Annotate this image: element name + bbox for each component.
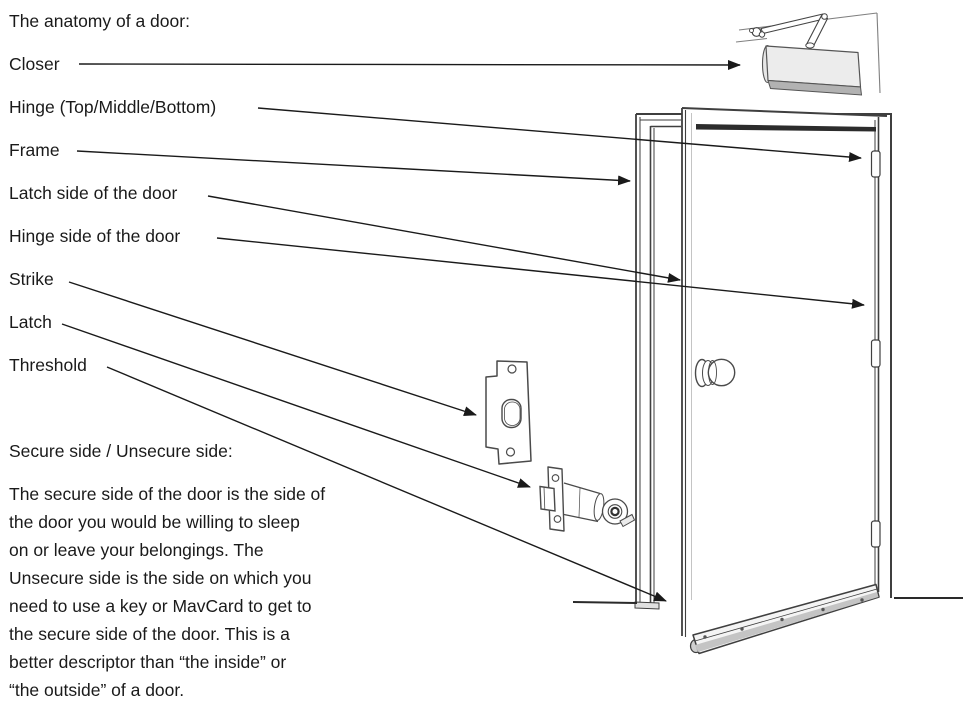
door-hinges bbox=[870, 150, 881, 548]
label-arrows bbox=[61, 59, 865, 602]
label-latch-side: Latch side of the door bbox=[9, 183, 178, 203]
hinge-top-icon bbox=[870, 150, 881, 178]
door-knob-icon bbox=[694, 358, 736, 388]
closer-body-shadow bbox=[767, 79, 863, 96]
hinge-arrow bbox=[257, 107, 862, 162]
paragraph-line: better descriptor than “the inside” or bbox=[9, 652, 287, 672]
closer-arrow bbox=[78, 59, 741, 70]
frame-arrow bbox=[76, 150, 631, 186]
label-strike: Strike bbox=[9, 269, 54, 289]
hinge-side-arrow bbox=[216, 237, 865, 309]
closer-body bbox=[765, 45, 862, 88]
hinge-bottom-icon bbox=[870, 520, 881, 548]
page-title: The anatomy of a door: bbox=[9, 11, 190, 31]
strike-plate-illustration bbox=[485, 360, 532, 465]
paragraph-line: on or leave your belongings. The bbox=[9, 540, 264, 560]
label-hinge: Hinge (Top/Middle/Bottom) bbox=[9, 97, 217, 117]
door-leaf-illustration bbox=[681, 107, 888, 652]
hinge-middle-icon bbox=[870, 339, 881, 368]
threshold-arrow bbox=[106, 366, 667, 602]
door-closer-illustration bbox=[735, 12, 881, 96]
door-sweep-illustration bbox=[689, 583, 880, 655]
latch-arrow bbox=[61, 323, 531, 488]
label-closer: Closer bbox=[9, 54, 60, 74]
strike-arrow bbox=[68, 281, 477, 417]
closer-arm bbox=[749, 13, 829, 49]
latch-side-arrow bbox=[207, 195, 681, 283]
paragraph-line: “the outside” of a door. bbox=[9, 680, 185, 700]
paragraph-line: Unsecure side is the side on which you bbox=[9, 568, 312, 588]
label-latch: Latch bbox=[9, 312, 52, 332]
paragraph-line: need to use a key or MavCard to get to bbox=[9, 596, 312, 616]
paragraph-line: the secure side of the door. This is a bbox=[9, 624, 290, 644]
paragraph-line: the door you would be willing to sleep bbox=[9, 512, 300, 532]
label-frame: Frame bbox=[9, 140, 60, 160]
door-top-shadow bbox=[696, 124, 876, 132]
secure-side-paragraph: The secure side of the door is the side … bbox=[9, 480, 325, 704]
floor-lines bbox=[572, 597, 963, 604]
paragraph-line: The secure side of the door is the side … bbox=[9, 484, 326, 504]
label-hinge-side: Hinge side of the door bbox=[9, 226, 181, 246]
secure-side-heading: Secure side / Unsecure side: bbox=[9, 441, 233, 461]
label-threshold: Threshold bbox=[9, 355, 87, 375]
latch-illustration bbox=[539, 466, 636, 532]
